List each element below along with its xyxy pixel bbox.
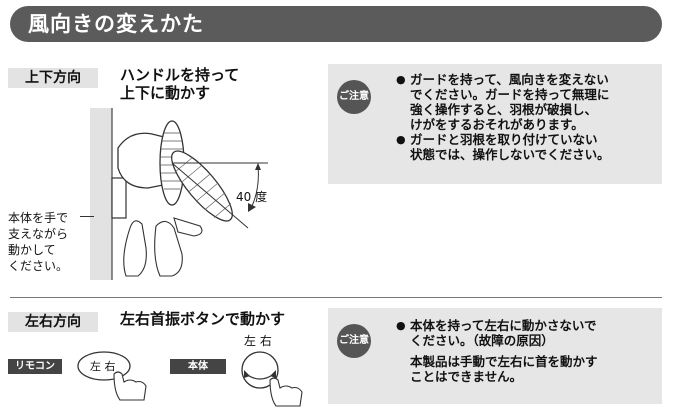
tilt-angle-label: 40 度 <box>236 190 268 204</box>
vertical-instruction: ハンドルを持って 上下に動かす <box>120 66 239 102</box>
caution-line: 状態では、操作しないでください。 <box>410 147 610 162</box>
vertical-caution-list: ガードを持って、風向きを変えない でください。ガードを持って無理に 強く操作する… <box>396 72 658 162</box>
support-note: 本体を手で 支えながら 動かして ください。 <box>8 210 68 274</box>
caution-line: でください。ガードを持って無理に <box>410 87 610 102</box>
tilt-line <box>171 162 249 229</box>
angle-arrow-down <box>248 203 256 212</box>
page-title: 風向きの変えかた <box>28 12 204 36</box>
vertical-instruction-line-2: 上下に動かす <box>120 84 211 102</box>
swing-arrow-left <box>244 370 250 378</box>
tilted-guard-ribs <box>174 156 232 218</box>
wall-shape <box>90 108 112 280</box>
caution-extra: 本製品は手動で左右に首を動かす ことはできません。 <box>396 354 658 384</box>
caution-line: 本製品は手動で左右に首を動かす <box>410 354 598 369</box>
support-note-line-2: 支えながら <box>8 227 69 241</box>
body-button-label: 左 右 <box>244 334 272 348</box>
pressing-hand <box>113 371 147 401</box>
caution-item: 本体を持って左右に動かさないで ください。（故障の原因） <box>396 318 658 348</box>
tilted-fan-guard <box>171 150 233 222</box>
hand-right <box>154 220 183 277</box>
caution-line: ガードを持って、風向きを変えない <box>410 72 609 87</box>
caution-badge: ご注意 <box>337 324 371 358</box>
caution-item: ガードを持って、風向きを変えない でください。ガードを持って無理に 強く操作する… <box>396 72 658 132</box>
caution-item: ガードと羽根を取り付けていない 状態では、操作しないでください。 <box>396 132 658 162</box>
body-round-button <box>241 351 279 389</box>
horizontal-direction-tag: 左右方向 <box>8 312 98 332</box>
body-button-illustration <box>241 351 303 407</box>
pressing-hand <box>269 377 303 407</box>
support-leader-line <box>80 216 94 217</box>
support-note-line-3: 動かして <box>8 243 56 257</box>
caution-line: 強く操作すると、羽根が破損し、 <box>410 102 598 117</box>
support-note-line-4: ください。 <box>8 259 69 273</box>
section-header: 風向きの変えかた <box>10 6 662 42</box>
caution-line: ことはできません。 <box>410 369 523 384</box>
caution-line: 本体を持って左右に動かさないで <box>410 318 597 333</box>
section-divider <box>10 297 662 298</box>
caution-line: けがをするおそれがあります。 <box>410 117 584 132</box>
horizontal-instruction: 左右首振ボタンで動かす <box>120 310 286 328</box>
swing-arrow-right <box>270 370 276 378</box>
horizontal-caution-list: 本体を持って左右に動かさないで ください。（故障の原因） 本製品は手動で左右に首… <box>396 318 658 384</box>
fan-tilt-illustration <box>90 108 268 280</box>
angle-arrow-up <box>255 163 261 170</box>
remote-button-label: 左 右 <box>90 360 116 373</box>
caution-badge: ご注意 <box>337 80 371 114</box>
vertical-direction-tag: 上下方向 <box>8 68 98 88</box>
wall-mount <box>111 177 127 219</box>
remote-button-illustration <box>77 351 147 401</box>
body-label: 本体 <box>170 359 226 374</box>
handle-hand <box>173 217 203 237</box>
caution-line: ください。（故障の原因） <box>410 333 554 348</box>
vertical-instruction-line-1: ハンドルを持って <box>120 66 240 84</box>
support-note-line-1: 本体を手で <box>8 211 69 225</box>
remote-label: リモコン <box>8 359 62 374</box>
hand-left <box>123 220 147 277</box>
caution-line: ガードと羽根を取り付けていない <box>410 132 598 147</box>
